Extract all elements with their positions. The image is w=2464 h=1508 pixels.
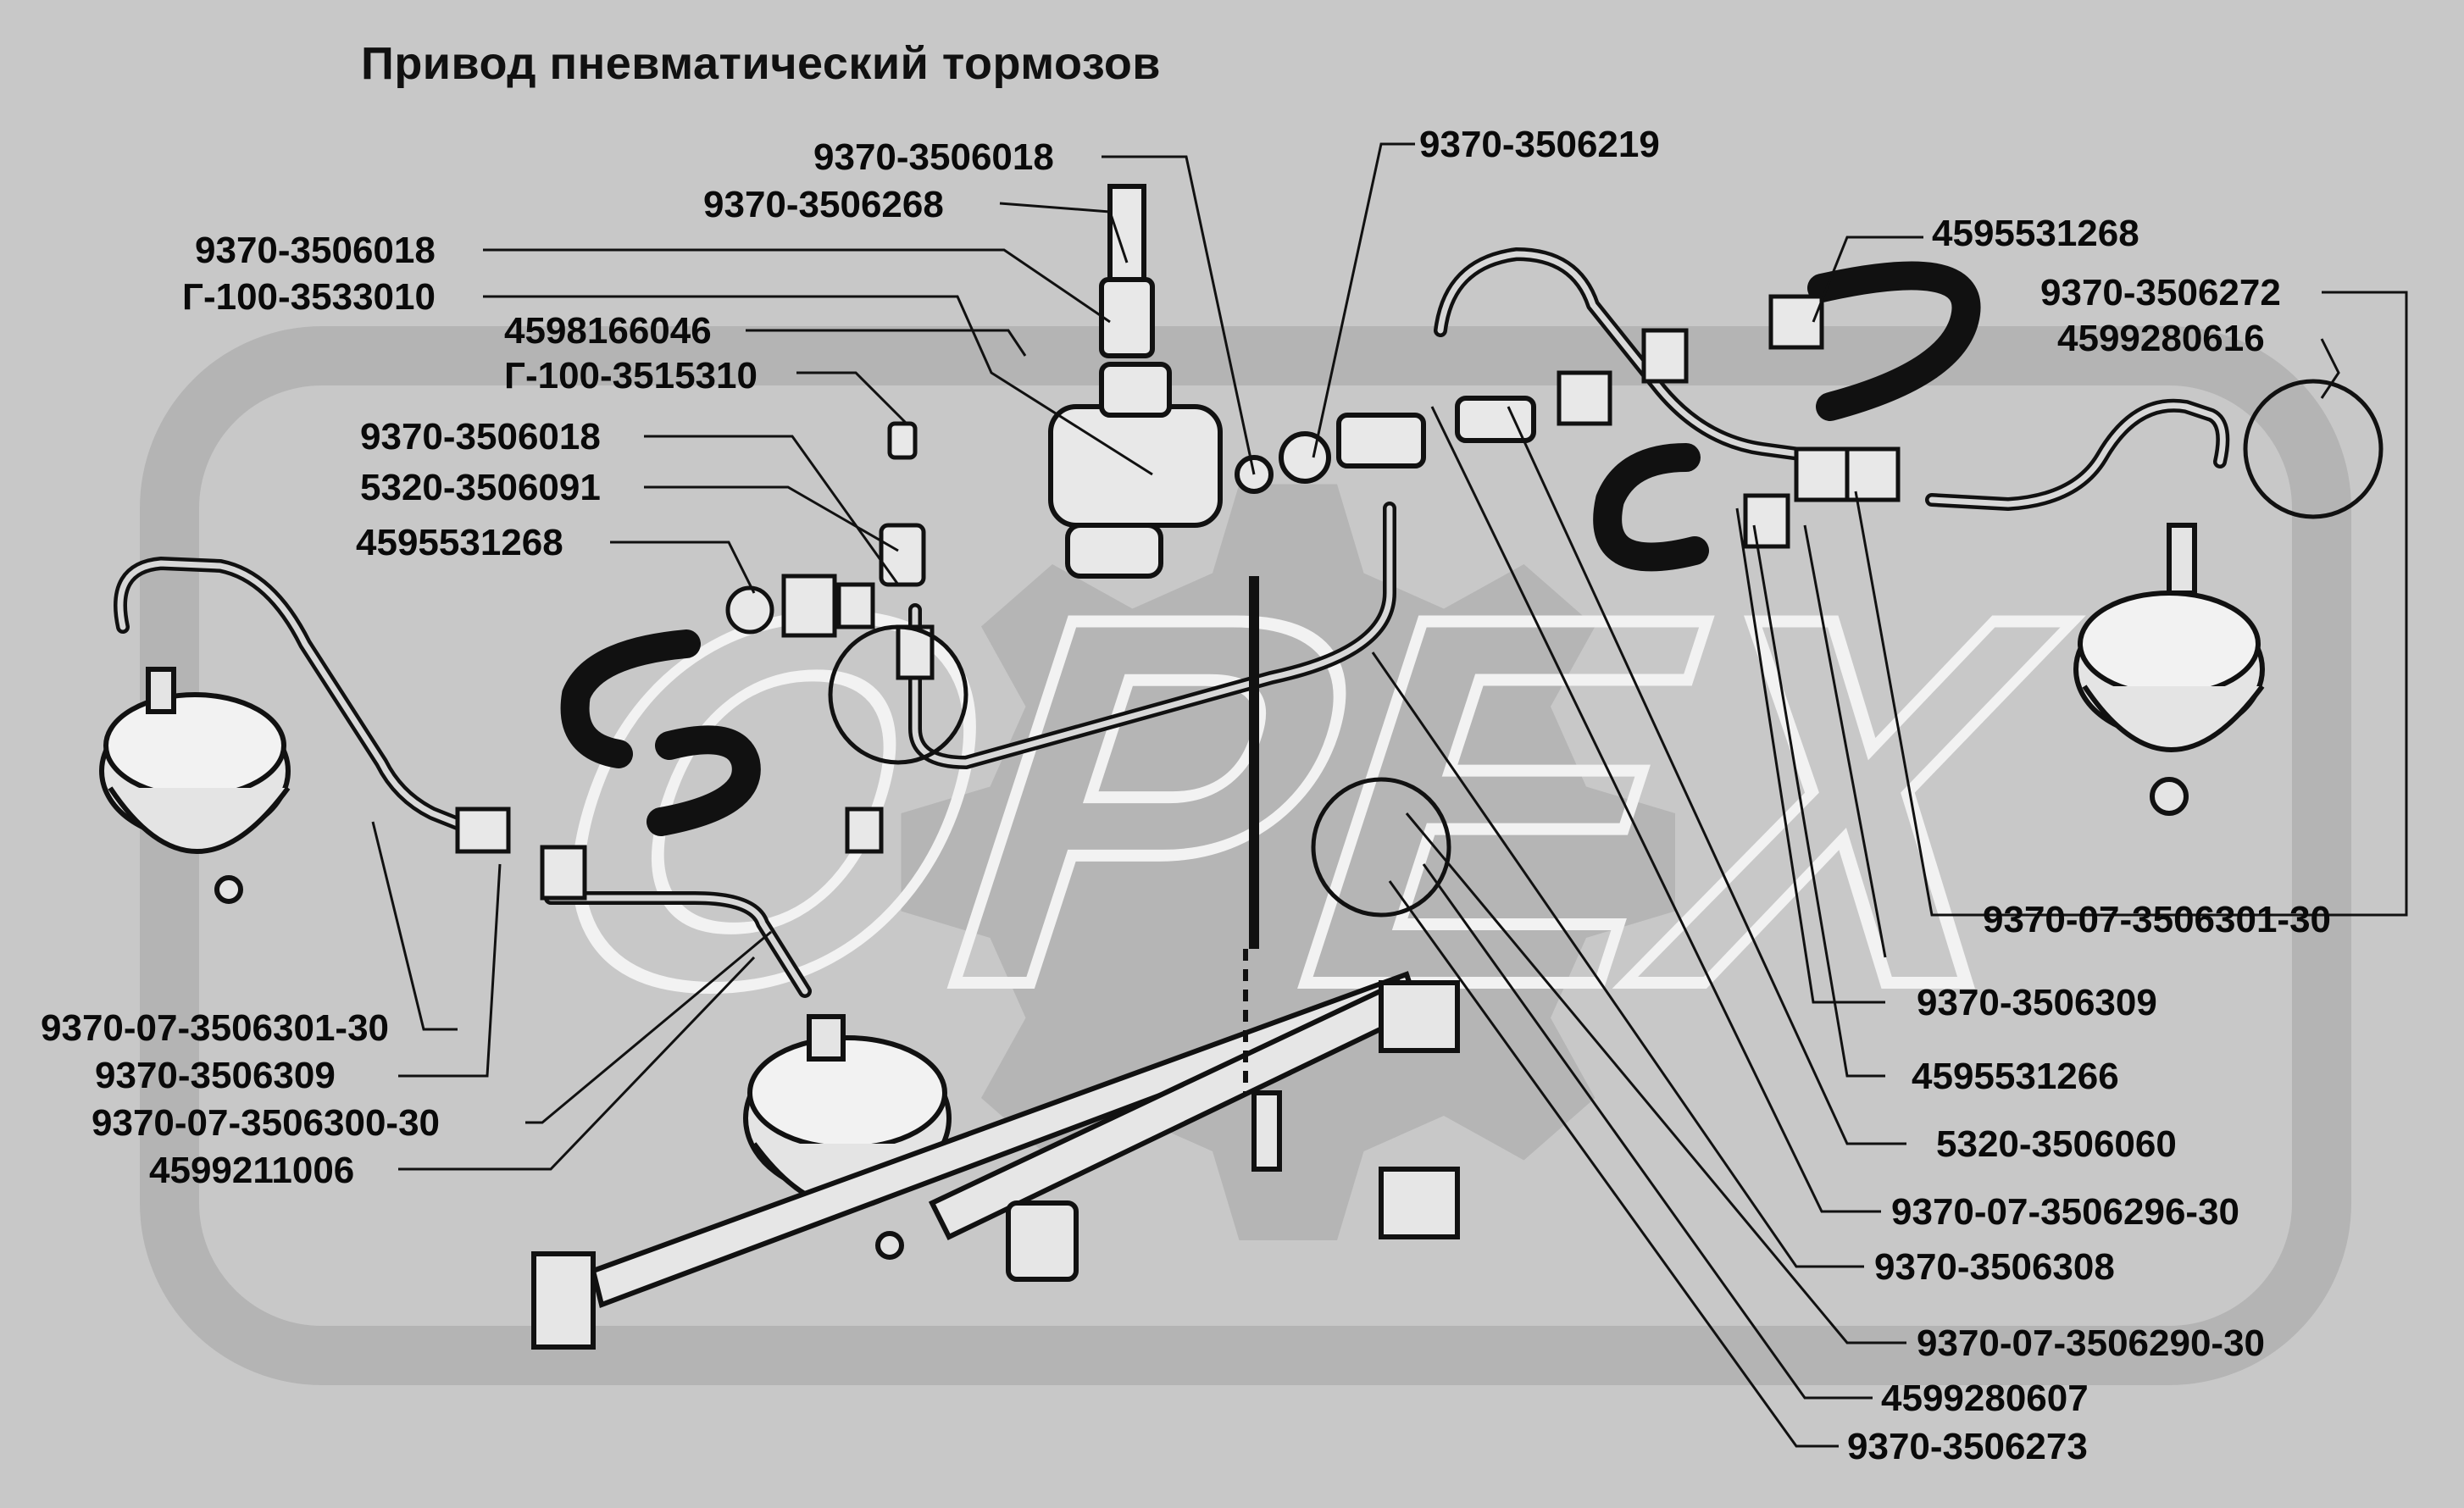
part-label: 9370-07-3506300-30 xyxy=(92,1102,441,1144)
hoses xyxy=(560,261,1981,836)
part-label: 9370-3506018 xyxy=(813,136,1054,178)
part-label: 9370-3506309 xyxy=(95,1055,336,1096)
part-label: 9370-3506272 xyxy=(2040,272,2281,313)
part-label: 4599211006 xyxy=(149,1150,355,1191)
fittings xyxy=(455,294,1901,901)
part-label: 4599280607 xyxy=(1881,1378,2089,1419)
part-label: 9370-07-3506301-30 xyxy=(41,1007,390,1049)
part-label: Г-100-3515310 xyxy=(504,355,758,396)
brake-chamber-left xyxy=(99,667,291,904)
part-label: 9370-3506018 xyxy=(195,230,436,271)
part-label: 4595531266 xyxy=(1912,1056,2119,1097)
part-label: 5320-3506091 xyxy=(360,467,601,508)
brake-chamber-right xyxy=(2073,523,2265,816)
part-label: 9370-3506308 xyxy=(1874,1246,2115,1288)
linkage-rods xyxy=(531,576,1460,1350)
part-label: Г-100-3533010 xyxy=(182,276,436,318)
part-label: 4598166046 xyxy=(504,310,712,352)
part-label: 5320-3506060 xyxy=(1936,1123,2177,1165)
brake-chamber-center xyxy=(743,1014,952,1260)
part-label: 9370-3506018 xyxy=(360,416,601,457)
part-label: 9370-3506268 xyxy=(703,184,944,225)
part-label: 4595531268 xyxy=(356,522,563,563)
pipelines-inner xyxy=(117,251,2226,995)
part-label: 9370-3506309 xyxy=(1917,982,2157,1023)
part-label: 9370-07-3506301-30 xyxy=(1983,899,2332,940)
page-title: Привод пневматический тормозов xyxy=(361,38,1161,89)
part-label: 4595531268 xyxy=(1932,213,2139,254)
part-label: 9370-3506219 xyxy=(1419,124,1660,165)
leader-lines xyxy=(371,142,2408,1448)
part-label: 9370-07-3506290-30 xyxy=(1917,1322,2266,1364)
part-label: 9370-07-3506296-30 xyxy=(1891,1191,2240,1233)
part-label: 4599280616 xyxy=(2057,318,2265,359)
part-label: 9370-3506273 xyxy=(1847,1426,2088,1467)
detail-circles xyxy=(828,379,2384,918)
